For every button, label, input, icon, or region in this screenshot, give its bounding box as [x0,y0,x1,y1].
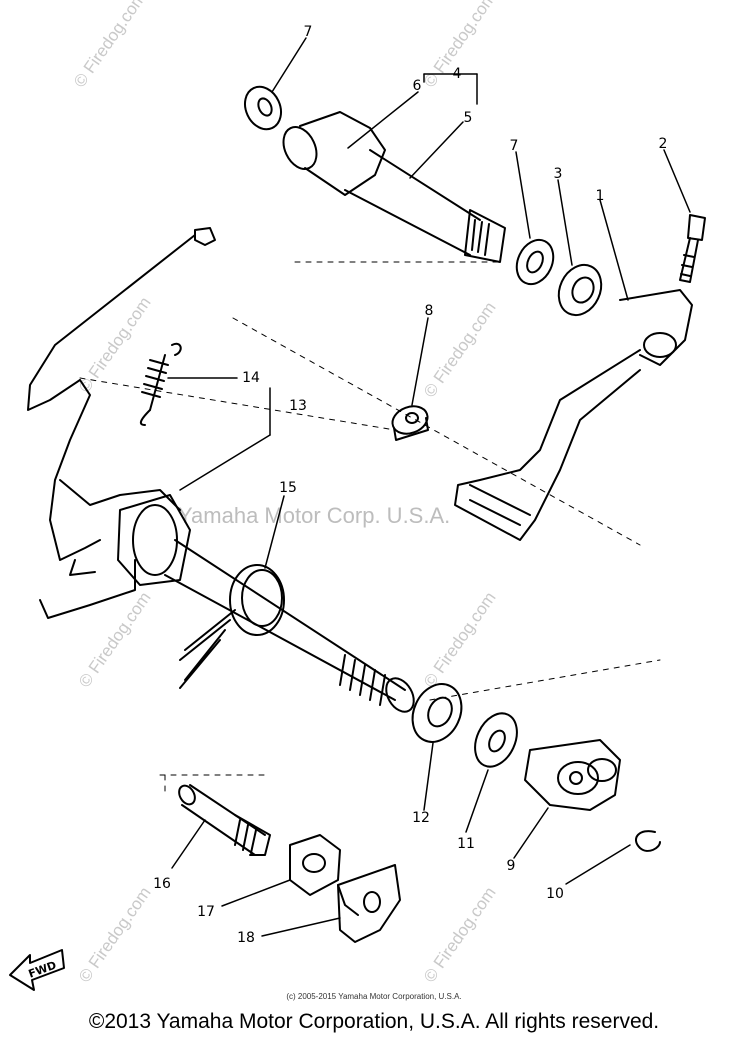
callout-14: 14 [242,370,260,386]
shift-shaft-upper [282,111,506,263]
shift-pedal-1 [454,289,693,541]
stopper-9 [524,739,621,811]
washer-11 [474,712,518,768]
callout-7b: 7 [510,138,519,154]
return-spring-14 [139,342,182,426]
callout-2: 2 [659,136,668,152]
oil-seal-3 [557,263,603,317]
collar-8 [391,405,429,441]
callout-11: 11 [457,836,475,852]
nut-17 [289,834,341,896]
washer-7-top [244,85,282,131]
stud-bolt-16 [178,784,271,856]
callout-17: 17 [197,904,215,920]
callout-1: 1 [596,188,605,204]
watermark-yamaha: Yamaha Motor Corp. U.S.A. [178,503,451,528]
callout-7a: 7 [304,24,313,40]
shift-arm-13 [27,227,216,619]
callout-5: 5 [464,110,473,126]
torsion-spring-15 [179,564,285,689]
shift-shaft-lower [117,494,415,713]
callout-3: 3 [554,166,563,182]
callout-13: 13 [289,398,307,414]
small-copyright: (c) 2005-2015 Yamaha Motor Corporation, … [286,992,462,1001]
lock-washer-18 [337,864,401,943]
callout-16: 16 [153,876,171,892]
callout-10: 10 [546,886,564,902]
circlip-10 [635,830,661,852]
callout-8: 8 [425,303,434,319]
callout-12: 12 [412,810,430,826]
fwd-arrow-icon [9,949,65,991]
oil-seal-12 [411,683,463,743]
callout-15: 15 [279,480,297,496]
washer-7-mid [515,238,555,286]
copyright: ©2013 Yamaha Motor Corporation, U.S.A. A… [88,1010,660,1033]
callout-18: 18 [237,930,255,946]
callout-9: 9 [507,858,516,874]
callout-6: 6 [413,78,422,94]
bolt-2 [679,214,706,283]
callout-4: 4 [453,66,462,82]
